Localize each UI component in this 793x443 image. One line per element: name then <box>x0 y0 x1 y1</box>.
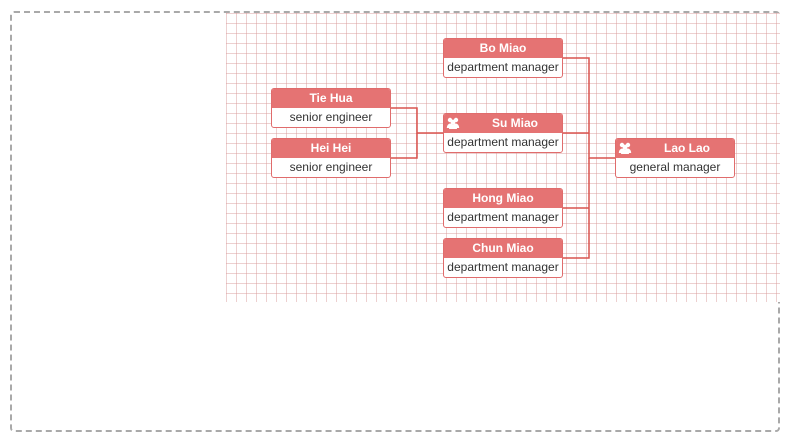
node-name: Hei Hei <box>310 141 352 155</box>
node-title: department manager <box>447 135 559 149</box>
node-header: Bo Miao <box>444 39 562 58</box>
node-name: Su Miao <box>491 116 538 130</box>
node-name: Chun Miao <box>472 241 534 255</box>
node-title: senior engineer <box>289 110 373 124</box>
node-name: Tie Hua <box>309 91 353 105</box>
node-header: Tie Hua <box>272 89 390 108</box>
node-chun-miao[interactable]: Chun Miao department manager <box>443 238 563 278</box>
node-header: Lao Lao <box>616 139 734 158</box>
link-su-miao-tie-hua <box>391 107 443 134</box>
node-lao-lao[interactable]: Lao Lao general manager <box>615 138 735 178</box>
group-icon[interactable] <box>618 141 632 155</box>
node-title: department manager <box>447 210 559 224</box>
link-su-miao-hei-hei <box>391 133 418 159</box>
node-title: department manager <box>447 60 559 74</box>
link-lao-lao-chun-miao <box>563 158 590 259</box>
node-title: general manager <box>629 160 721 174</box>
node-name: Lao Lao <box>663 141 710 155</box>
node-su-miao[interactable]: Su Miao department manager <box>443 113 563 153</box>
link-lao-lao-bo-miao <box>563 57 615 159</box>
node-header: Hong Miao <box>444 189 562 208</box>
node-title: senior engineer <box>289 160 373 174</box>
node-name: Hong Miao <box>472 191 534 205</box>
node-header: Su Miao <box>444 114 562 133</box>
node-hei-hei[interactable]: Hei Hei senior engineer <box>271 138 391 178</box>
node-header: Hei Hei <box>272 139 390 158</box>
group-icon[interactable] <box>446 116 460 130</box>
node-tie-hua[interactable]: Tie Hua senior engineer <box>271 88 391 128</box>
node-bo-miao[interactable]: Bo Miao department manager <box>443 38 563 78</box>
node-name: Bo Miao <box>479 41 527 55</box>
node-hong-miao[interactable]: Hong Miao department manager <box>443 188 563 228</box>
node-title: department manager <box>447 260 559 274</box>
node-header: Chun Miao <box>444 239 562 258</box>
